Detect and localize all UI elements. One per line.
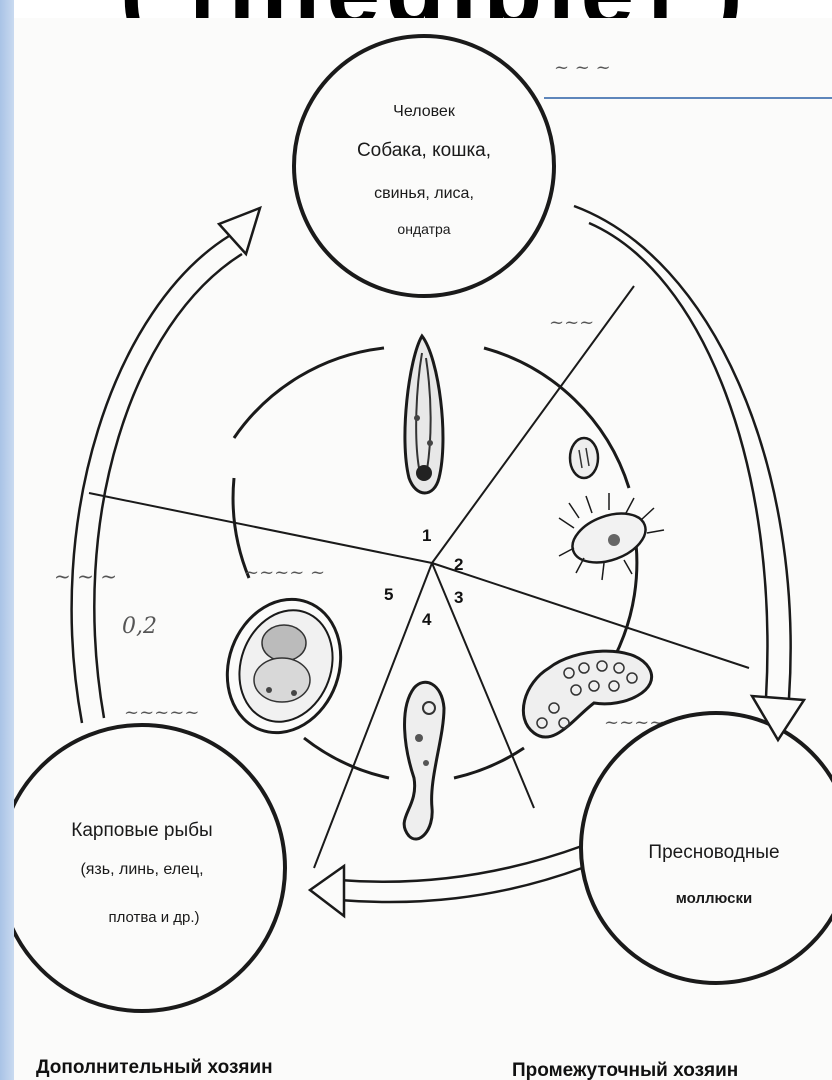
intermediate-host-line-2: моллюски xyxy=(676,890,752,907)
additional-host-line-1: Карповые рыбы xyxy=(71,820,212,841)
stage-number-3: 3 xyxy=(454,588,463,607)
metacercaria-illustration xyxy=(209,583,359,748)
svg-text:~~~: ~~~ xyxy=(549,312,594,333)
arrow-to-additional-host xyxy=(310,846,582,916)
lifecycle-diagram: 1 2 3 4 5 xyxy=(14,18,832,1080)
definitive-host-line-2: Собака, кошка, xyxy=(357,140,491,161)
cercaria-illustration xyxy=(404,682,444,839)
stage-number-5: 5 xyxy=(384,585,393,604)
additional-host-line-2: (язь, линь, елец, xyxy=(80,861,203,878)
additional-host-node: Карповые рыбы (язь, линь, елец, плотва и… xyxy=(14,725,285,1011)
stage-number-1: 1 xyxy=(422,526,431,545)
svg-text:~~~~ ~: ~~~~ ~ xyxy=(244,562,325,583)
stage-number-2: 2 xyxy=(454,555,463,574)
definitive-host-line-3: свинья, лиса, xyxy=(374,185,474,202)
definitive-host-node: Человек Собака, кошка, свинья, лиса, онд… xyxy=(294,36,554,296)
miracidium-illustration xyxy=(559,493,664,580)
intermediate-host-line-1: Пресноводные xyxy=(648,842,779,863)
additional-host-line-3: плотва и др.) xyxy=(108,909,199,926)
svg-text:~~~~~: ~~~~~ xyxy=(124,702,199,723)
scribble-number: 0,2 xyxy=(122,614,157,639)
definitive-host-line-1: Человек xyxy=(393,103,456,120)
adult-fluke-illustration xyxy=(405,336,443,493)
lifecycle-diagram-area: 1 2 3 4 5 xyxy=(14,18,832,1080)
additional-host-caption: Дополнительный хозяин xyxy=(36,1057,273,1078)
egg-illustration xyxy=(570,438,598,478)
svg-text:~ ~ ~: ~ ~ ~ xyxy=(554,57,611,78)
definitive-host-line-4: ондатра xyxy=(397,221,450,237)
stage-number-4: 4 xyxy=(422,610,432,629)
intermediate-host-node: Пресноводные моллюски xyxy=(581,713,832,983)
intermediate-host-caption: Промежуточный хозяин xyxy=(512,1060,738,1080)
svg-text:~ ~ ~: ~ ~ ~ xyxy=(54,564,117,588)
